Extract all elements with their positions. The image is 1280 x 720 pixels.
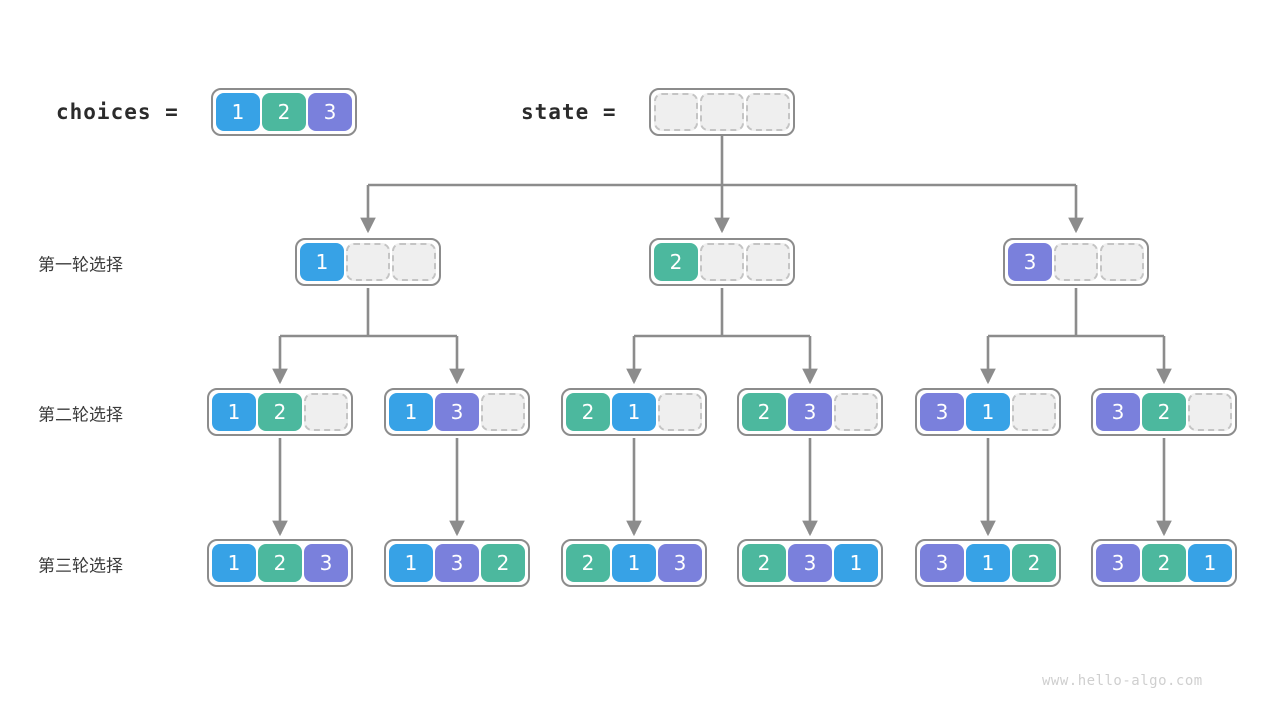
cell-value-1: 1	[834, 544, 878, 582]
cell-value-2: 2	[654, 243, 698, 281]
cell-value-2: 2	[1142, 393, 1186, 431]
tree-node-level-1-1: 1	[295, 238, 441, 286]
cell-value-2: 2	[1012, 544, 1056, 582]
cell-empty	[700, 93, 744, 131]
state-label: state =	[521, 100, 617, 124]
cell-value-2: 2	[742, 544, 786, 582]
cell-value-3: 3	[304, 544, 348, 582]
state-array	[649, 88, 795, 136]
cell-value-1: 1	[966, 544, 1010, 582]
cell-value-2: 2	[742, 393, 786, 431]
cell-value-3: 3	[920, 544, 964, 582]
cell-value-2: 2	[566, 544, 610, 582]
cell-value-1: 1	[389, 544, 433, 582]
cell-empty	[346, 243, 390, 281]
cell-value-2: 2	[258, 544, 302, 582]
cell-value-2: 2	[481, 544, 525, 582]
row-label-round-3: 第三轮选择	[38, 556, 123, 576]
cell-value-3: 3	[1096, 544, 1140, 582]
cell-value-3: 3	[788, 393, 832, 431]
tree-node-level-1-2: 2	[649, 238, 795, 286]
cell-empty	[746, 243, 790, 281]
cell-value-3: 3	[658, 544, 702, 582]
cell-value-1: 1	[212, 393, 256, 431]
cell-empty	[658, 393, 702, 431]
cell-empty	[1100, 243, 1144, 281]
choices-label: choices =	[56, 100, 179, 124]
cell-empty	[700, 243, 744, 281]
cell-empty	[1188, 393, 1232, 431]
cell-empty	[654, 93, 698, 131]
cell-empty	[746, 93, 790, 131]
cell-value-3: 3	[435, 393, 479, 431]
cell-empty	[392, 243, 436, 281]
row-label-round-1: 第一轮选择	[38, 255, 123, 275]
cell-empty	[304, 393, 348, 431]
cell-value-3: 3	[920, 393, 964, 431]
cell-value-2: 2	[1142, 544, 1186, 582]
cell-value-3: 3	[435, 544, 479, 582]
cell-value-3: 3	[1096, 393, 1140, 431]
cell-empty	[481, 393, 525, 431]
cell-value-2: 2	[258, 393, 302, 431]
cell-value-1: 1	[1188, 544, 1232, 582]
cell-value-1: 1	[300, 243, 344, 281]
cell-empty	[1012, 393, 1056, 431]
cell-value-1: 1	[966, 393, 1010, 431]
cell-value-2: 2	[566, 393, 610, 431]
watermark: www.hello-algo.com	[1042, 673, 1203, 689]
cell-value-1: 1	[216, 93, 260, 131]
tree-node-level-1-3: 3	[1003, 238, 1149, 286]
cell-value-1: 1	[612, 544, 656, 582]
cell-value-3: 3	[308, 93, 352, 131]
cell-value-3: 3	[788, 544, 832, 582]
cell-empty	[834, 393, 878, 431]
cell-value-1: 1	[389, 393, 433, 431]
cell-value-3: 3	[1008, 243, 1052, 281]
row-label-round-2: 第二轮选择	[38, 405, 123, 425]
cell-value-1: 1	[612, 393, 656, 431]
cell-value-2: 2	[262, 93, 306, 131]
cell-value-1: 1	[212, 544, 256, 582]
cell-empty	[1054, 243, 1098, 281]
